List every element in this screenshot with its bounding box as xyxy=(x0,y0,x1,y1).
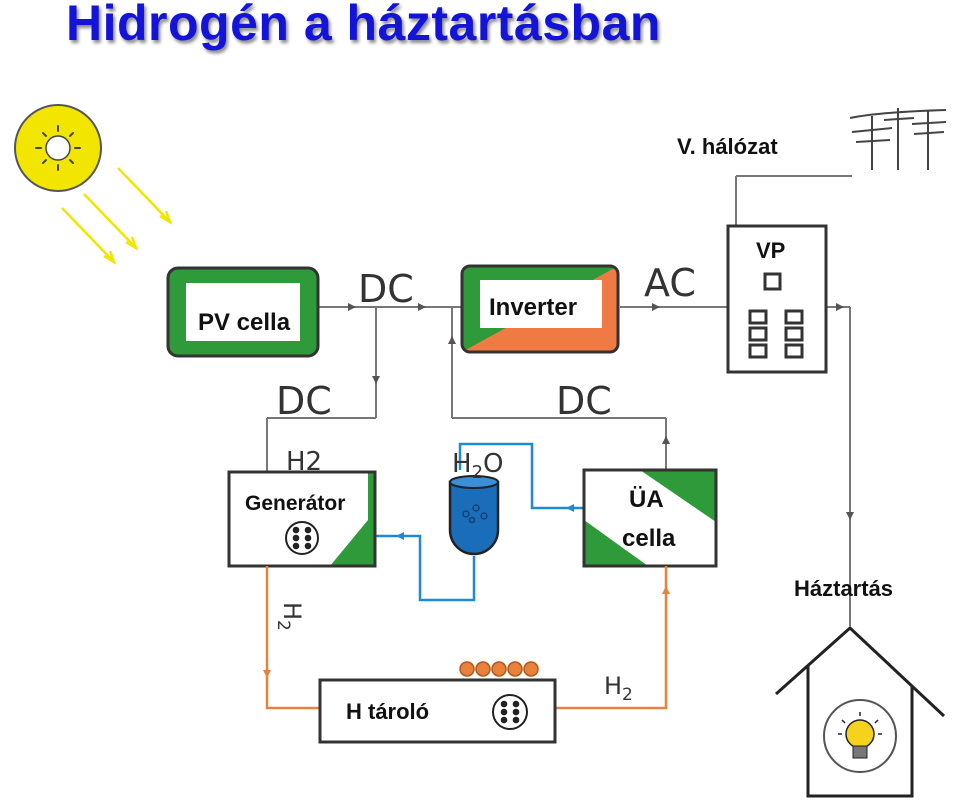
hydrogen-storage-box: H tároló xyxy=(318,661,557,744)
fuel-cell-stack-icon xyxy=(492,694,528,730)
water-lines xyxy=(375,442,584,602)
storage-tanks xyxy=(459,661,539,677)
household-label: Háztartás xyxy=(794,576,893,601)
dc-flow-label-top: DC xyxy=(358,267,414,311)
water-arrows xyxy=(396,504,574,540)
fuel-cell-box: ÜA cella xyxy=(582,468,718,568)
fuel-cell-stack-icon xyxy=(285,521,319,555)
lightbulb-icon xyxy=(823,699,897,773)
power-pole-icon xyxy=(849,108,947,170)
sun-rays xyxy=(61,167,173,265)
pv-cell-box: PV cella xyxy=(166,266,320,358)
inverter-box: Inverter xyxy=(460,264,620,354)
ac-flow-label: AC xyxy=(644,261,696,305)
inverter-label: Inverter xyxy=(489,294,577,321)
wire-arrows xyxy=(348,303,854,520)
page-title: Hidrogén a háztartásban xyxy=(66,0,661,51)
fuel-cell-label-line2: cella xyxy=(622,525,676,552)
house-icon xyxy=(775,625,946,798)
fuel-cell-label-line1: ÜA xyxy=(629,486,664,513)
grid-label: V. hálózat xyxy=(677,134,778,159)
hydrogen-arrows xyxy=(263,586,670,678)
h2o-label: H2O xyxy=(452,449,503,483)
generator-box: Generátor xyxy=(227,470,377,568)
h2-bottom-label: H2 xyxy=(604,672,633,705)
dc-flow-label-left: DC xyxy=(276,379,332,423)
hydrogen-lines xyxy=(265,566,668,710)
h2-generator-label: H2 xyxy=(286,447,322,477)
water-tank-icon xyxy=(448,475,500,556)
vp-cabinet-box: VP xyxy=(726,224,828,374)
pv-cell-label: PV cella xyxy=(198,309,291,336)
generator-label: Generátor xyxy=(245,492,345,515)
storage-label: H tároló xyxy=(346,699,429,724)
sun-icon xyxy=(14,104,102,192)
h2-down-label: H2 xyxy=(273,602,306,631)
dc-flow-label-right: DC xyxy=(556,379,612,423)
vp-label: VP xyxy=(756,238,785,263)
electric-wires xyxy=(266,175,852,626)
fuse-grid xyxy=(748,309,804,359)
